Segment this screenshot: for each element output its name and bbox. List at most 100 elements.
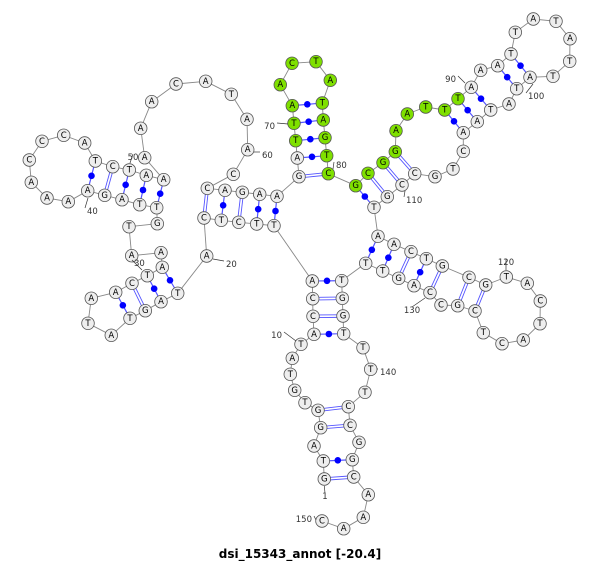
nucleotide-56: C: [169, 77, 183, 91]
nucleotide-68: A: [290, 151, 305, 165]
nucleotide-letter: C: [204, 184, 210, 194]
nucleotide-66: A: [270, 189, 284, 204]
nucleotide-letter: C: [289, 59, 295, 69]
nucleotide-letter: A: [65, 197, 71, 207]
nucleotide-letter: G: [439, 262, 446, 272]
nucleotide-letter: T: [512, 28, 519, 38]
base-pair-canonical: [318, 296, 337, 301]
backbone-link: [177, 255, 208, 294]
svg-text:10: 10: [271, 331, 282, 341]
nucleotide-letter: G: [454, 301, 461, 311]
position-label-30: 30: [131, 259, 145, 271]
nucleotide-128: G: [451, 299, 465, 313]
nucleotide-letter: C: [472, 307, 478, 317]
nucleotide-letter: A: [204, 252, 210, 262]
nucleotide-30: T: [140, 269, 155, 283]
base-pair-wobble: [272, 202, 279, 220]
nucleotide-51: A: [139, 168, 154, 183]
nucleotide-letter: T: [287, 370, 294, 380]
nucleotide-149: A: [337, 522, 351, 536]
nucleotide-62: C: [200, 181, 215, 196]
nucleotide-26: T: [81, 316, 95, 331]
nucleotide-67: G: [292, 169, 306, 184]
nucleotide-letter: A: [527, 73, 533, 83]
nucleotide-22: A: [154, 295, 168, 309]
nucleotide-10: T: [294, 337, 308, 352]
nucleotide-letter: G: [352, 181, 359, 191]
nucleotide-letter: A: [119, 195, 125, 205]
position-label-100: 100: [525, 83, 544, 102]
nucleotide-20: A: [199, 249, 214, 263]
pair-dot-icon: [334, 457, 342, 464]
nucleotide-16: T: [250, 217, 264, 231]
pair-dot-icon: [517, 62, 524, 69]
nucleotide-letter: A: [524, 279, 530, 289]
pair-dot-icon: [307, 135, 314, 143]
nucleotide-letter: G: [142, 306, 149, 316]
nucleotide-92: A: [491, 58, 505, 73]
svg-text:90: 90: [445, 75, 456, 85]
nucleotide-letter: T: [84, 319, 91, 329]
position-label-20: 20: [212, 258, 237, 270]
nucleotide-19: C: [197, 211, 211, 225]
nucleotide-71: A: [285, 98, 300, 113]
nucleotide-letter: T: [144, 271, 151, 281]
nucleotide-letter: T: [441, 106, 448, 116]
base-pair-wobble: [318, 277, 336, 285]
nucleotide-letter: A: [149, 97, 155, 107]
base-pair-wobble: [329, 457, 347, 464]
position-label-130: 130: [404, 297, 426, 316]
nucleotide-letter: T: [290, 119, 297, 129]
nucleotide-letter: A: [404, 110, 410, 120]
nucleotide-letter: T: [340, 329, 347, 339]
nucleotide-letter: G: [321, 475, 328, 485]
nucleotide-78: G: [318, 130, 332, 145]
nucleotide-letter: A: [289, 101, 295, 111]
nucleotide-letter: A: [28, 178, 34, 188]
position-label-120: 120: [498, 258, 514, 270]
nucleotide-63: A: [218, 183, 232, 198]
base-pair-wobble: [416, 264, 425, 281]
base-pair-canonical: [330, 475, 348, 481]
pair-dot-icon: [361, 193, 369, 200]
base-pair-wobble: [118, 297, 128, 314]
nucleotide-letter: A: [530, 15, 536, 25]
backbone: [28, 18, 571, 530]
nucleotide-40: A: [80, 183, 95, 198]
nucleotide-letter: C: [319, 517, 325, 527]
nucleotide-letter: T: [270, 221, 277, 231]
nucleotide-letter: A: [360, 513, 366, 523]
nucleotide-97: A: [563, 32, 577, 46]
nucleotide-letter: C: [325, 169, 331, 179]
nucleotide-letter: G: [482, 281, 489, 291]
nucleotide-88: T: [438, 103, 452, 117]
nucleotide-145: G: [345, 453, 360, 467]
base-pair-wobble: [164, 272, 176, 289]
base-pair-wobble: [298, 101, 317, 108]
nucleotide-112: T: [367, 200, 381, 215]
nucleotide-letter: T: [136, 200, 143, 210]
nucleotide-letter: A: [506, 100, 512, 110]
nucleotide-5: G: [311, 403, 325, 418]
nucleotide-120: T: [499, 270, 514, 284]
base-pair-canonical: [385, 166, 400, 182]
pair-dot-icon: [122, 181, 129, 189]
nucleotide-letter: A: [142, 153, 148, 163]
nucleotide-letter: G: [432, 172, 439, 182]
nucleotide-letter: A: [161, 175, 167, 185]
position-label-80: 80: [332, 161, 347, 171]
nucleotide-letter: C: [537, 297, 543, 307]
nucleotide-83: G: [376, 155, 390, 170]
nucleotide-letter: T: [228, 90, 235, 100]
nucleotide-46: C: [57, 128, 71, 143]
nucleotide-letter: T: [487, 106, 494, 116]
nucleotide-letter: A: [341, 524, 347, 534]
nucleotide-letter: A: [294, 154, 300, 164]
base-pair-canonical: [475, 290, 485, 306]
nucleotide-letter: A: [113, 288, 119, 298]
nucleotide-70: T: [287, 116, 301, 131]
nucleotide-84: G: [388, 144, 403, 159]
nucleotide-letter: C: [438, 301, 444, 311]
